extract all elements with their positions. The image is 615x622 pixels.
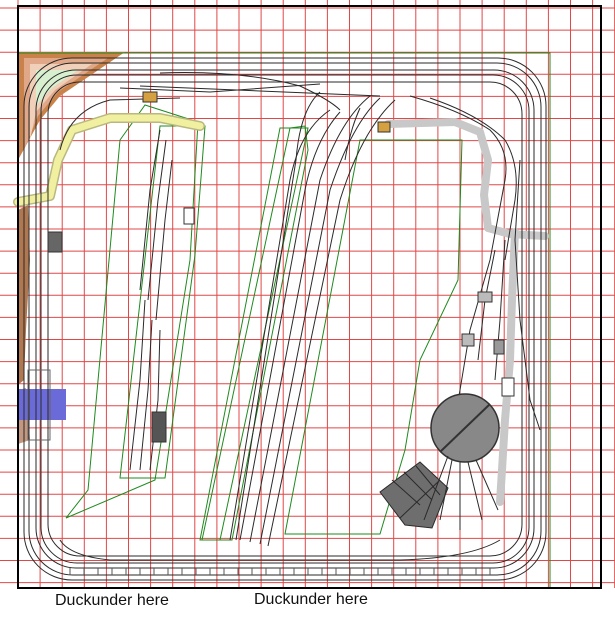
structures bbox=[27, 91, 515, 443]
roundhouse bbox=[379, 461, 449, 529]
duckunder-note-left: Duckunder here bbox=[55, 592, 169, 609]
scenery-corner bbox=[18, 52, 125, 160]
water-feature bbox=[18, 389, 66, 420]
highway bbox=[13, 113, 205, 207]
track-ties bbox=[69, 568, 491, 575]
room-border bbox=[17, 5, 602, 589]
turntable bbox=[430, 393, 500, 463]
benchwork-outline bbox=[18, 52, 551, 589]
duckunder-note-right: Duckunder here bbox=[254, 591, 368, 608]
turntable-radial-tracks bbox=[423, 455, 499, 530]
mainline-track bbox=[23, 57, 547, 581]
